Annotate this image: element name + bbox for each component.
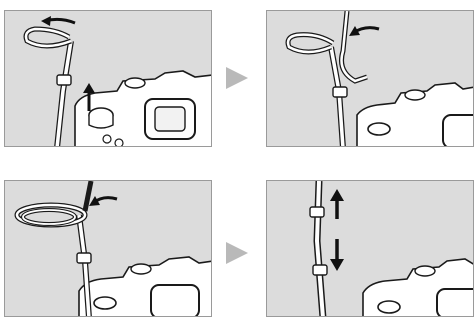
strap-end xyxy=(82,181,94,212)
strap-loop-inner xyxy=(286,33,334,54)
step-2-panel xyxy=(266,10,474,147)
top-dial xyxy=(404,89,426,101)
step-3-panel xyxy=(4,180,212,317)
viewfinder-eyecup xyxy=(150,284,200,316)
camera-strap-illustration-step-2 xyxy=(285,11,473,146)
strap-keeper xyxy=(332,86,348,98)
top-dial xyxy=(130,263,152,275)
step-4-panel xyxy=(266,180,474,317)
viewfinder-eyecup xyxy=(442,114,473,146)
motion-arrow-head xyxy=(41,16,51,26)
button xyxy=(114,138,124,146)
strap-loop-inner xyxy=(24,27,72,48)
strap-keeper xyxy=(312,264,328,276)
strap-keeper xyxy=(56,74,72,86)
viewfinder-window xyxy=(154,106,186,132)
strap-end-inner xyxy=(340,11,368,83)
pull-up-arrow-head xyxy=(330,189,344,201)
top-dial xyxy=(414,265,436,277)
mode-dial-side xyxy=(88,115,114,129)
camera-strap-illustration-step-1 xyxy=(23,16,211,146)
mode-dial xyxy=(93,296,117,310)
strap-inner xyxy=(314,181,325,316)
motion-arrow-head xyxy=(83,83,95,93)
strap-inner xyxy=(55,40,73,146)
mode-dial xyxy=(377,300,401,314)
viewfinder-eyecup xyxy=(436,288,473,316)
strap-keeper xyxy=(309,206,325,218)
next-step-arrow-icon xyxy=(224,63,250,93)
top-dial xyxy=(124,77,146,89)
pull-down-arrow-head xyxy=(330,259,344,271)
mode-dial xyxy=(367,122,391,136)
step-1-panel xyxy=(4,10,212,147)
camera-strap-illustration-step-3 xyxy=(14,181,211,316)
strap-keeper xyxy=(76,252,92,264)
next-step-arrow-icon xyxy=(224,238,250,268)
motion-arrow-head xyxy=(349,26,360,36)
motion-arrow-head xyxy=(89,196,100,206)
strap-loop-inner xyxy=(22,209,76,225)
button xyxy=(102,134,112,144)
camera-strap-illustration-step-4 xyxy=(309,181,473,316)
